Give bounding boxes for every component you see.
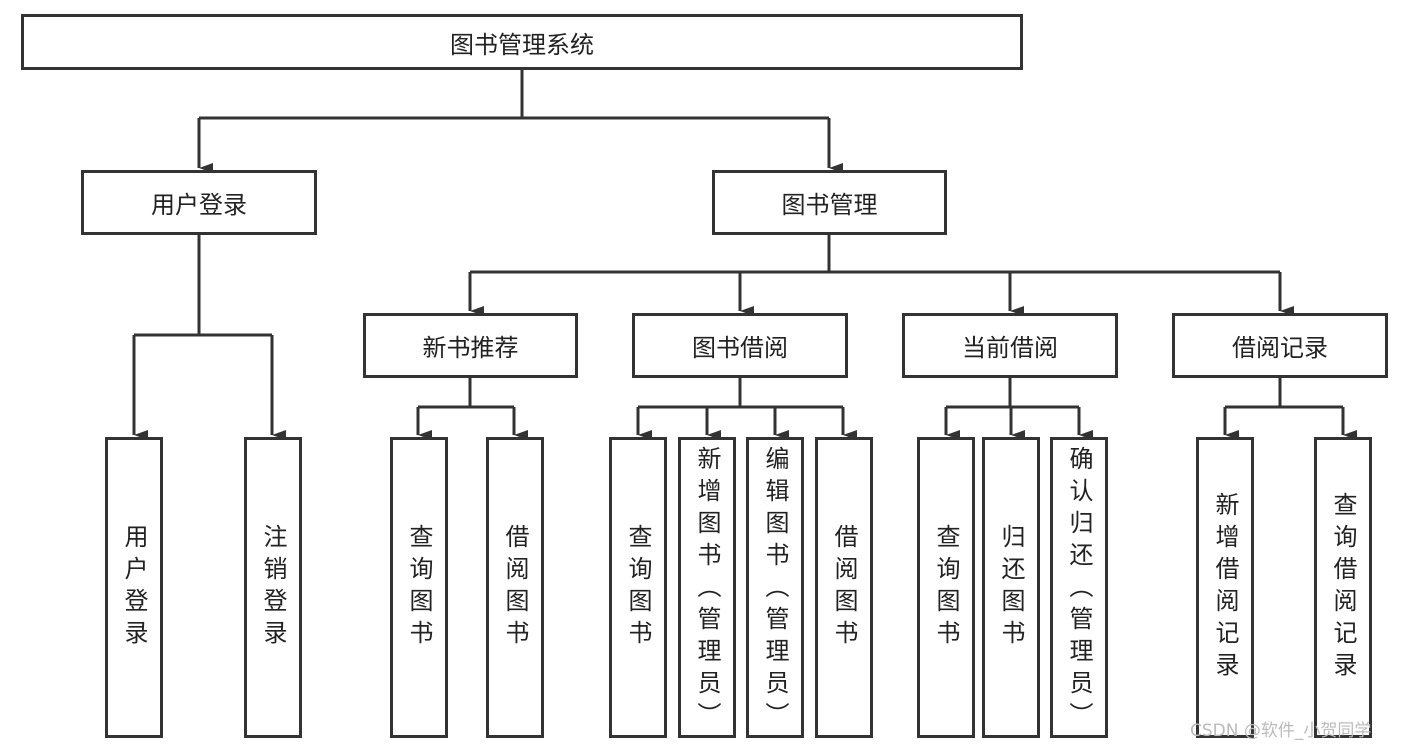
node-label: 新书推荐 (422, 334, 519, 362)
node-label: 图书管理 (781, 191, 878, 219)
leaf-borrow-book: 借阅图书 (486, 437, 544, 738)
leaf-add-book-admin: 新增图书（管理员） (678, 437, 736, 738)
leaf-query-book: 查询图书 (390, 437, 448, 738)
node-book-borrow: 图书借阅 (632, 313, 848, 378)
leaf-add-borrow-record: 新增借阅记录 (1196, 437, 1254, 738)
leaf-borrow-book: 借阅图书 (815, 437, 873, 738)
node-label: 图书借阅 (692, 334, 788, 362)
leaf-query-borrow-record: 查询借阅记录 (1314, 437, 1372, 738)
node-user-login: 用户登录 (81, 170, 317, 235)
leaf-confirm-return-admin: 确认归还（管理员） (1050, 437, 1108, 738)
watermark: CSDN @软件_小贺同学 (1190, 721, 1372, 741)
node-borrow-records: 借阅记录 (1172, 313, 1388, 378)
node-label: 当前借阅 (962, 334, 1058, 362)
node-new-book-recommend: 新书推荐 (363, 313, 578, 378)
leaf-edit-book-admin: 编辑图书（管理员） (746, 437, 804, 738)
leaf-user-login: 用户登录 (105, 437, 163, 738)
leaf-query-book: 查询图书 (917, 437, 975, 738)
node-current-borrow: 当前借阅 (902, 313, 1118, 378)
node-label: 借阅记录 (1232, 334, 1328, 362)
leaf-query-book: 查询图书 (609, 437, 667, 738)
leaf-logout: 注销登录 (244, 437, 302, 738)
node-label: 用户登录 (151, 191, 247, 219)
root-node: 图书管理系统 (21, 14, 1023, 70)
node-book-management: 图书管理 (712, 170, 947, 235)
root-label: 图书管理系统 (450, 30, 594, 59)
leaf-return-book: 归还图书 (982, 437, 1040, 738)
